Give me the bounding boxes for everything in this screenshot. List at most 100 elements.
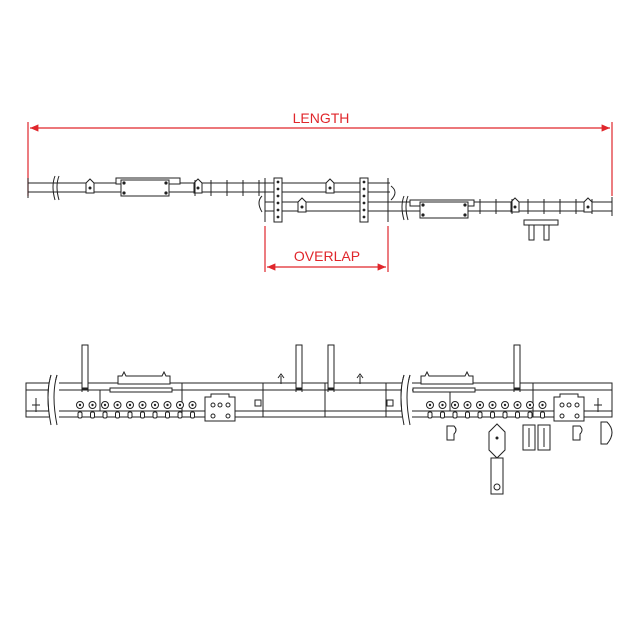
bracket-clamp: [81, 384, 89, 392]
runner-axle: [153, 403, 157, 407]
runner-pin: [586, 205, 590, 209]
bolt: [362, 215, 366, 219]
runner-axle: [491, 403, 494, 407]
glider-hook: [427, 411, 433, 419]
bolt: [276, 201, 280, 205]
fixing-clip: [356, 373, 364, 384]
glider-hook: [152, 411, 158, 419]
glider-hook: [140, 411, 145, 419]
bracket-clamp: [295, 384, 303, 392]
carrier-wheel: [559, 402, 565, 408]
carrier-wheel: [210, 402, 216, 408]
carrier-wheel: [210, 413, 216, 419]
runner-axle: [116, 403, 119, 407]
bottom-track-view: [25, 370, 613, 426]
glider-hook: [527, 411, 533, 419]
wall-bracket: [327, 344, 335, 390]
glider-hook: [490, 411, 495, 419]
runner-axle: [541, 403, 544, 407]
glider-hook: [127, 411, 133, 419]
runner-pin: [196, 186, 200, 190]
glider-hook: [165, 411, 170, 419]
pulley-bracket: [488, 423, 506, 459]
hook-clip: [572, 425, 583, 441]
bolt: [122, 181, 126, 185]
runner-axle: [166, 403, 169, 407]
runner-pin: [300, 205, 304, 209]
bolt: [276, 215, 280, 219]
carrier-wheel: [559, 413, 565, 419]
wall-bracket: [81, 344, 89, 390]
length-label: LENGTH: [293, 110, 350, 126]
runner-axle: [103, 403, 107, 407]
glider-hook: [452, 411, 458, 419]
bolt: [276, 208, 280, 212]
end-cap: [600, 421, 613, 445]
carrier-wheel: [574, 402, 580, 408]
runner-axle: [453, 403, 457, 407]
runner-axle: [528, 403, 532, 407]
runner-axle: [478, 403, 482, 407]
runner-clip: [85, 178, 95, 194]
runner-axle: [441, 403, 444, 407]
bolt: [362, 194, 366, 198]
master-carrier: [120, 179, 170, 197]
glider-hook: [440, 411, 445, 419]
carrier-wheel: [566, 402, 572, 408]
overlap-bracket: [273, 177, 283, 223]
runner-clip: [193, 178, 203, 194]
fixing-clip: [277, 373, 285, 384]
bracket-clamp: [513, 384, 521, 392]
runner-axle: [466, 403, 469, 407]
runner-axle: [191, 403, 194, 407]
runner-axle: [178, 403, 182, 407]
wall-bracket: [295, 344, 303, 390]
glider-hook: [90, 411, 95, 419]
overlap-dimension: OVERLAP: [264, 226, 389, 272]
bolt: [463, 203, 467, 207]
bolt: [362, 201, 366, 205]
runner-pin: [328, 186, 332, 190]
glider-hook: [190, 411, 195, 419]
glider-hook: [465, 411, 470, 419]
bolt: [362, 180, 366, 184]
glider-hook: [77, 411, 83, 419]
runner-clip: [510, 197, 520, 213]
length-dimension: LENGTH: [27, 110, 613, 196]
overlap-bracket: [359, 177, 369, 223]
runner-axle: [91, 403, 94, 407]
break-mark: [401, 195, 409, 221]
runner-axle: [141, 403, 144, 407]
carrier-wheel: [225, 402, 231, 408]
runner-axle: [78, 403, 82, 407]
break-mark: [52, 175, 60, 201]
runner-axle: [428, 403, 432, 407]
glider-hook: [540, 411, 545, 419]
bolt: [164, 191, 168, 195]
runner-pin: [513, 205, 517, 209]
overlap-label: OVERLAP: [294, 248, 360, 264]
glider-hook: [515, 411, 520, 419]
glider-hook: [177, 411, 183, 419]
bolt: [421, 203, 425, 207]
bracket-clamp: [327, 384, 335, 392]
runner-clip: [583, 197, 593, 213]
bolt: [276, 194, 280, 198]
bolt: [463, 213, 467, 217]
glider-hook: [115, 411, 120, 419]
master-carrier: [419, 201, 469, 219]
glider-hook: [502, 411, 508, 419]
bolt: [421, 213, 425, 217]
hook-clip: [446, 425, 457, 441]
bolt: [276, 180, 280, 184]
pulley-arm: [490, 457, 504, 495]
glider-hook: [477, 411, 483, 419]
runner-clip: [297, 197, 307, 213]
glider-hook: [102, 411, 108, 419]
runner-clip: [325, 178, 335, 194]
ceiling-bracket: [523, 219, 559, 226]
bolt: [362, 187, 366, 191]
wall-bracket: [513, 344, 521, 390]
bolt: [362, 208, 366, 212]
